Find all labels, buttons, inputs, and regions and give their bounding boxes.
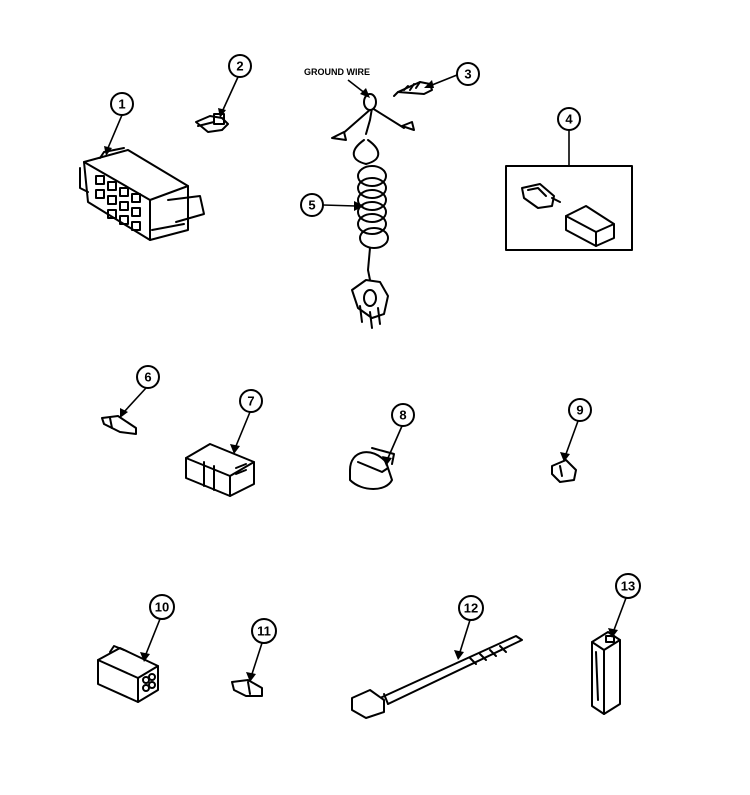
callout-number: 4 xyxy=(565,112,573,127)
callout-13: 13 xyxy=(608,573,641,638)
callout-10: 10 xyxy=(140,594,175,662)
callout-3: 3 xyxy=(424,62,480,88)
callout-number: 11 xyxy=(257,624,271,639)
callout-12: 12 xyxy=(454,595,484,660)
part-12-cable-tie xyxy=(351,635,523,719)
callout-number: 6 xyxy=(144,370,151,385)
callout-7: 7 xyxy=(230,389,263,454)
part-8-cable-clamp xyxy=(349,447,395,490)
callout-11: 11 xyxy=(246,618,277,682)
part-2-clip xyxy=(195,113,229,133)
callout-number: 3 xyxy=(464,67,471,82)
callout-number: 12 xyxy=(464,601,478,616)
callout-number: 5 xyxy=(308,198,315,213)
part-1-terminal-block xyxy=(79,147,205,241)
callout-2: 2 xyxy=(218,54,252,118)
callout-ground-wire: GROUND WIRE xyxy=(304,67,370,98)
part-13-holder xyxy=(591,631,621,715)
ground-wire-label: GROUND WIRE xyxy=(304,67,370,77)
callout-number: 2 xyxy=(236,59,243,74)
callout-number: 10 xyxy=(155,600,169,615)
callout-5: 5 xyxy=(300,193,364,217)
callout-1: 1 xyxy=(104,92,134,156)
part-10-six-pin-connector xyxy=(97,645,159,703)
part-5-power-cord xyxy=(331,93,415,329)
callout-4: 4 xyxy=(557,107,581,166)
part-9-clip xyxy=(551,459,577,483)
callout-number: 13 xyxy=(621,579,635,594)
part-6-terminal xyxy=(101,415,137,435)
part-4-terminal-kit-box xyxy=(505,165,633,251)
callout-number: 1 xyxy=(118,97,125,112)
callout-number: 7 xyxy=(247,394,254,409)
part-3-screw xyxy=(393,81,433,97)
callout-number: 9 xyxy=(576,403,583,418)
part-11-pin-terminal xyxy=(231,679,263,697)
callout-9: 9 xyxy=(560,398,592,462)
part-7-connector-housing xyxy=(185,443,255,497)
callout-8: 8 xyxy=(382,403,415,466)
callout-number: 8 xyxy=(399,408,406,423)
callout-6: 6 xyxy=(120,365,160,418)
